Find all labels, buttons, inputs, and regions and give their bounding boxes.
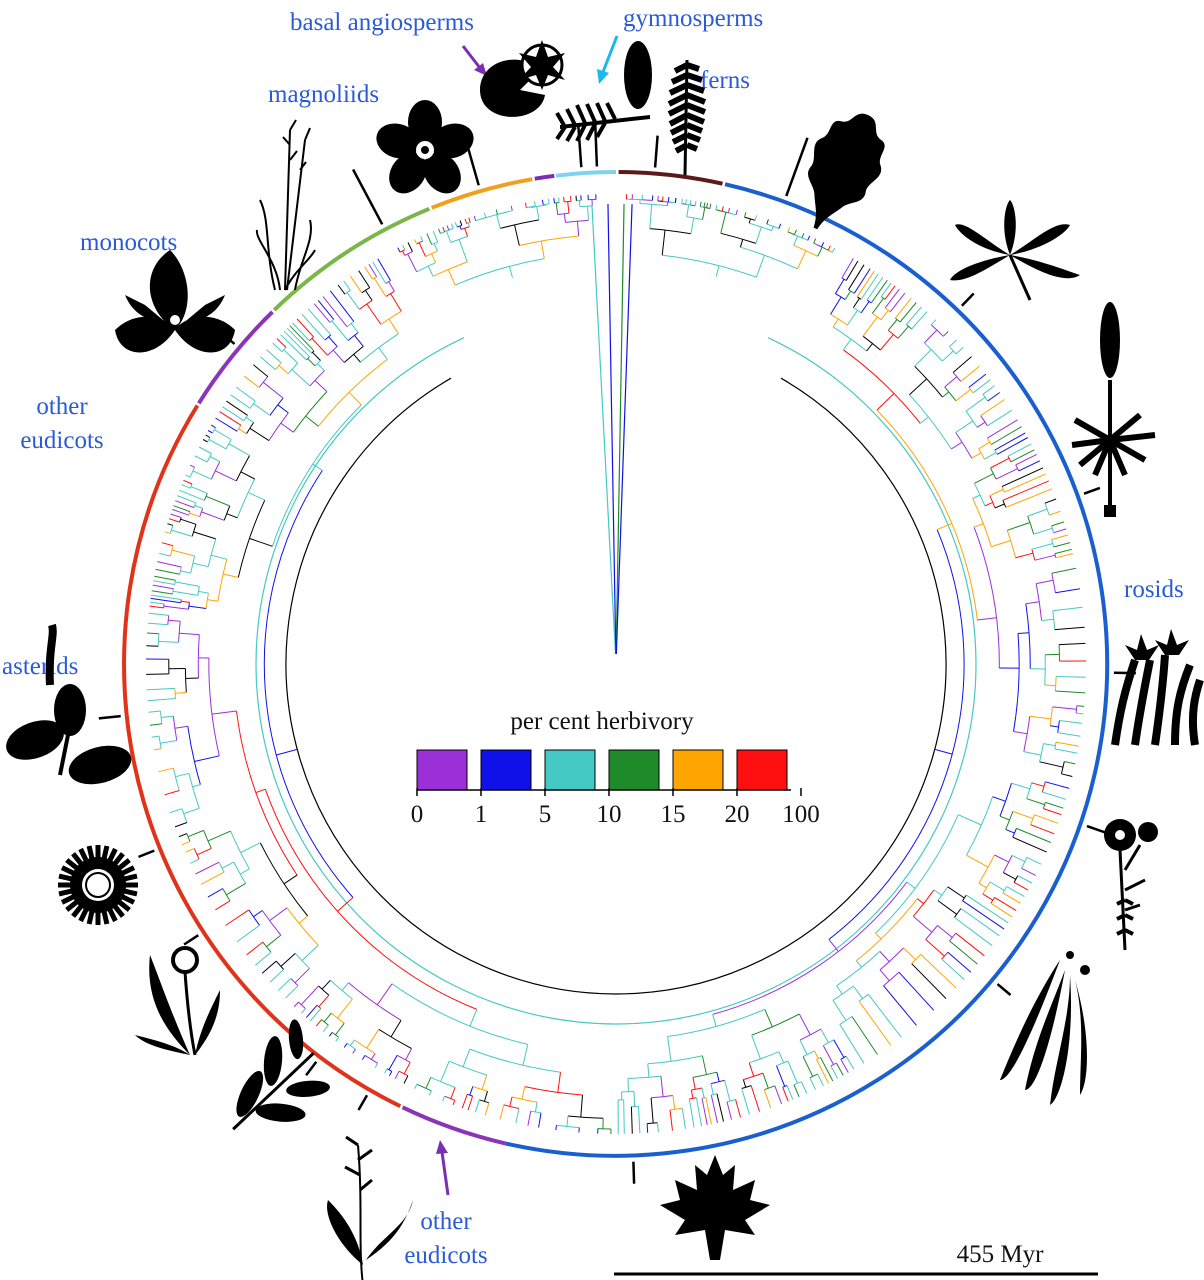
legend-tick-6: 100: [782, 801, 820, 828]
dandelion-icon: [135, 946, 220, 1056]
legend-swatch-3: [608, 749, 660, 791]
lupine-icon: [1071, 302, 1156, 517]
legend-swatch-1: [480, 749, 532, 791]
legend-tick-2: 5: [539, 801, 552, 828]
scale-bar: 455 Myr: [614, 1241, 1098, 1276]
palmate-leaf-icon: [950, 200, 1080, 301]
legend-swatch-4: [672, 749, 724, 791]
legend-swatch-0: [416, 749, 468, 791]
dock-plant-icon: [327, 1135, 413, 1280]
trillium-icon: [115, 250, 235, 353]
legend-tick-4: 15: [661, 801, 686, 828]
legend-swatch-2: [544, 749, 596, 791]
label-basal-angiosperms: basal angiosperms: [290, 9, 474, 36]
eucalyptus-icon: [1000, 951, 1090, 1105]
legend-swatches: [416, 749, 791, 791]
arrow-other-eudicots-bottom: [436, 1140, 450, 1196]
legend-swatch-5: [736, 749, 788, 791]
cannabis-icon: [1111, 629, 1204, 746]
scale-bar-label: 455 Myr: [957, 1241, 1044, 1268]
legend-tick-5: 20: [725, 801, 750, 828]
label-monocots: monocots: [80, 229, 177, 256]
aster-flower-icon: [58, 845, 138, 925]
maple-leaf-icon: [660, 1155, 770, 1260]
oak-leaf-icon: [808, 113, 885, 230]
legend-tick-0: 0: [411, 801, 424, 828]
legend-title: per cent herbivory: [510, 708, 694, 735]
grass-icon: [255, 119, 316, 291]
flax-icon: [1104, 819, 1158, 951]
arrow-gymnosperms: [597, 35, 619, 84]
clade-arcs: [122, 170, 1110, 1158]
conifer-icon: [555, 41, 652, 142]
label-gymnosperms: gymnosperms: [623, 5, 763, 32]
label-ferns: ferns: [700, 67, 750, 94]
willow-branch-icon: [232, 1019, 330, 1131]
arrow-basal-angiosperms: [461, 45, 487, 76]
fern-icon: [667, 59, 707, 176]
water-lily-icon: [480, 40, 565, 117]
legend-tick-1: 1: [475, 801, 488, 828]
phylogenetic-tree: [145, 194, 1087, 1135]
legend-tick-3: 10: [597, 801, 622, 828]
label-asterids: asterids: [2, 653, 78, 680]
label-magnoliids: magnoliids: [268, 81, 379, 108]
label-rosids: rosids: [1124, 576, 1184, 603]
plantain-icon: [6, 623, 132, 785]
anemone-flower-icon: [376, 100, 474, 194]
